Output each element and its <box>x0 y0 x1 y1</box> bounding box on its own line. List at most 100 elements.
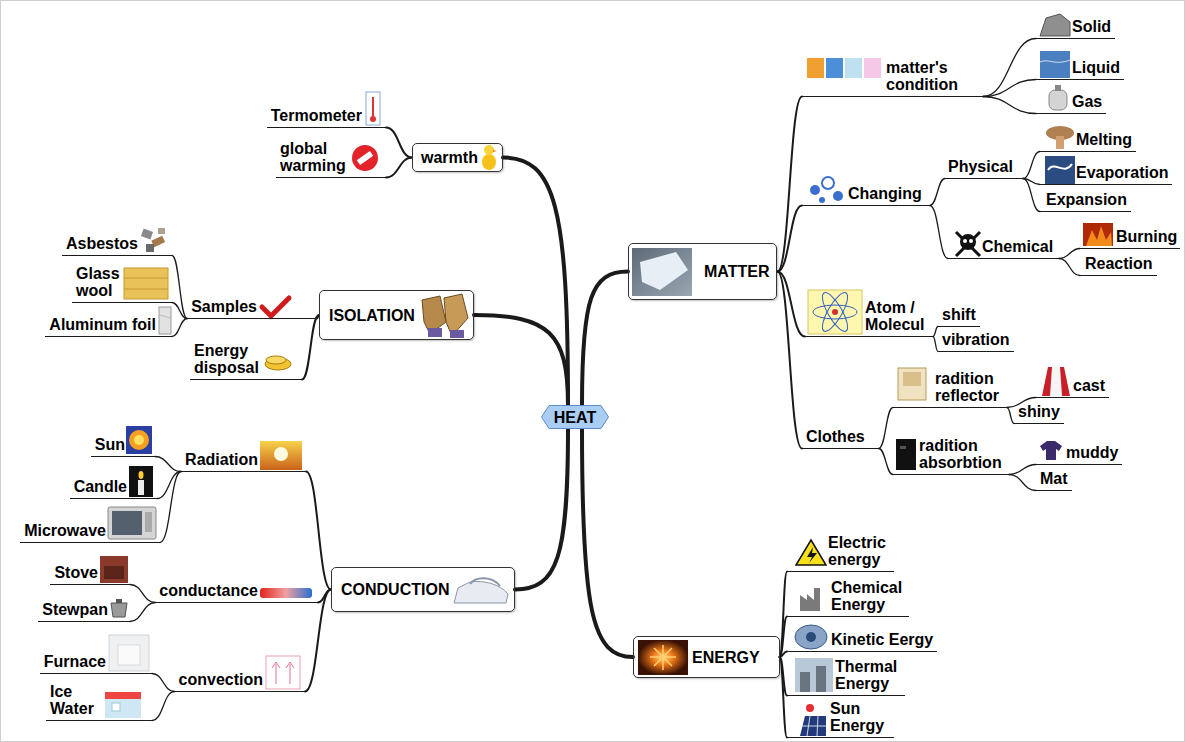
topic-label: Candle <box>70 478 157 499</box>
topic-text: muddy <box>1066 444 1118 461</box>
topic-label: Electric energy <box>787 534 894 572</box>
hexagon-shape <box>542 406 609 429</box>
topic-text: convection <box>179 671 263 688</box>
thermometer-icon <box>366 92 380 125</box>
branch-line <box>778 272 803 449</box>
chick-icon <box>482 145 497 170</box>
topic-label: Clothes <box>802 428 879 449</box>
topic-label: Stove <box>50 564 130 585</box>
branch-line <box>503 158 568 406</box>
branch-line <box>780 617 787 658</box>
glass-wool-icon <box>124 268 168 299</box>
coin-icon <box>265 356 291 370</box>
topic-text: cast <box>1073 377 1105 394</box>
topic-text: HEAT <box>554 409 596 426</box>
solar-panel-icon <box>798 701 828 737</box>
branch-line <box>778 97 803 272</box>
branch-line <box>780 652 787 658</box>
fire-icon <box>1083 223 1113 246</box>
topic-label: Expansion <box>1040 191 1131 212</box>
topic-text: Glass wool <box>76 265 122 299</box>
branch-line <box>1009 465 1036 475</box>
topic-text: Gas <box>1072 93 1102 110</box>
sun-icon <box>126 426 152 454</box>
topic-label: Thermal Energy <box>787 658 905 696</box>
topic-label: Gas <box>1036 93 1106 114</box>
topic-label: Burning <box>1080 228 1180 249</box>
branch-line <box>515 429 568 590</box>
topic-text: Burning <box>1116 228 1177 245</box>
topic-text: Evaporation <box>1076 164 1168 181</box>
microwave-icon <box>108 507 156 539</box>
branch-line <box>778 206 803 272</box>
topic-label: Sun <box>91 436 155 457</box>
dark-cloth-icon <box>896 439 916 470</box>
topic-label: Solid <box>1036 18 1115 39</box>
topic-label: Glass wool <box>72 265 172 303</box>
topic-text: Melting <box>1076 131 1132 148</box>
branch-line <box>582 272 628 406</box>
topic-label: Radiation <box>181 451 306 472</box>
branch-box: ENERGY <box>633 636 780 678</box>
topic-label: matter's condition <box>802 59 983 97</box>
topic-text: Microwave <box>24 522 106 539</box>
hazard-icon <box>796 540 826 565</box>
dress-icon <box>1042 367 1070 396</box>
topic-text: Furnace <box>44 653 106 670</box>
topic-text: Physical <box>948 158 1013 175</box>
topic-text: CONDUCTION <box>341 581 449 598</box>
topic-text: Sun Energy <box>830 700 890 734</box>
no-sign-icon <box>352 145 378 171</box>
gas-tank-icon <box>1049 85 1067 110</box>
topic-label: shiny <box>1014 403 1064 424</box>
topic-label: Atom / Molecul <box>805 299 933 337</box>
topic-label: Furnace <box>40 653 152 674</box>
branch-line <box>1059 249 1080 259</box>
branch-line <box>386 128 412 158</box>
foil-icon <box>159 307 171 334</box>
topic-text: Electric energy <box>828 534 890 568</box>
branch-line <box>172 256 187 319</box>
topic-text: ISOLATION <box>329 307 415 324</box>
topic-label: Aluminum foil <box>45 316 172 337</box>
topic-label: Physical <box>945 158 1023 179</box>
water-icon <box>1040 51 1070 78</box>
branch-line <box>930 206 948 259</box>
branch-line <box>305 590 331 692</box>
melting-icon <box>1046 126 1074 149</box>
topic-text: Chemical <box>982 238 1053 255</box>
topic-text: Mat <box>1040 470 1068 487</box>
topic-text: Candle <box>74 478 127 495</box>
central-topic: HEAT <box>541 405 609 429</box>
topic-text: Asbestos <box>66 235 138 252</box>
branch-line <box>386 158 412 178</box>
topic-text: Stove <box>54 564 98 581</box>
branch-line <box>1023 152 1040 179</box>
states-icons <box>807 58 881 78</box>
topic-text: MATTER <box>704 263 769 280</box>
topic-label: shift <box>938 306 980 327</box>
topic-text: Energy disposal <box>194 342 262 376</box>
furnace-icon <box>109 635 149 671</box>
topic-label: cast <box>1036 377 1109 398</box>
topic-text: Solid <box>1072 18 1111 35</box>
turbine-icon <box>795 625 827 649</box>
topic-label: Chemical <box>948 238 1059 259</box>
asbestos-icon <box>141 228 165 252</box>
branch-line <box>1009 475 1036 491</box>
topic-label: Termometer <box>267 107 386 128</box>
branch-line <box>582 429 633 657</box>
topic-text: Reaction <box>1085 255 1153 272</box>
factory-icon <box>800 588 820 611</box>
topic-text: Stewpan <box>42 601 108 618</box>
branch-line <box>879 449 893 475</box>
topic-label: muddy <box>1036 444 1122 465</box>
topic-text: vibration <box>942 331 1010 348</box>
heat-bar-icon <box>260 588 312 598</box>
topic-text: Samples <box>191 298 257 315</box>
topic-text: matter's condition <box>886 59 961 93</box>
atom-icon <box>808 289 862 334</box>
branch-line <box>155 457 181 472</box>
